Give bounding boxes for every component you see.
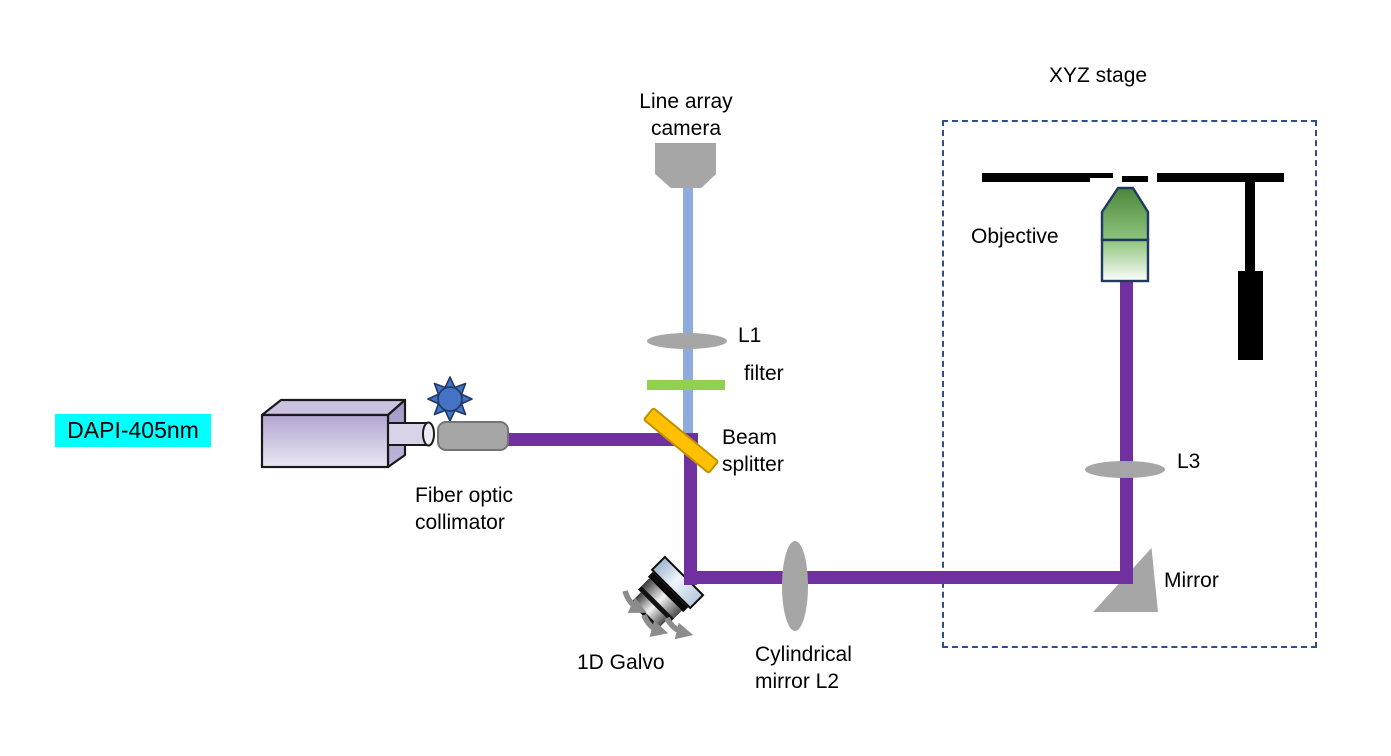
beam-mirror-to-objective [1120, 281, 1133, 584]
cylindrical-lens-label: Cylindrical mirror L2 [755, 641, 852, 695]
line-array-camera-icon [655, 143, 716, 188]
xyz-stage-dashed-box [942, 120, 1317, 648]
cylindrical-lens-l2-icon [782, 541, 808, 631]
fiber-label-line2: collimator [415, 511, 505, 534]
sample-holder-bar-left [982, 173, 1090, 182]
lens-l1-icon [647, 333, 727, 349]
objective-icon [1100, 186, 1150, 283]
laser-top-face [260, 398, 407, 417]
cylindrical-label-line2: mirror L2 [755, 670, 840, 693]
fiber-collimator-label: Fiber optic collimator [415, 482, 513, 536]
laser-box-icon [260, 398, 435, 469]
mirror-label: Mirror [1164, 569, 1219, 592]
line-array-camera-label: Line array camera [596, 88, 776, 142]
source-label-dapi-405nm: DAPI-405nm [55, 414, 211, 447]
beam-collimator-to-splitter [507, 433, 698, 446]
sample-holder-tab-right [1122, 176, 1148, 182]
beam-splitter-to-galvo [684, 440, 697, 585]
sample-holder-bar-right [1157, 173, 1284, 182]
galvo-label: 1D Galvo [577, 651, 665, 674]
camera-label-line2: camera [650, 117, 722, 140]
beam-splitter-label: Beam splitter [722, 424, 784, 478]
lens-l3-label: L3 [1177, 450, 1201, 473]
laser-cylinder-cap [422, 421, 435, 447]
sample-holder-tab-left [1090, 173, 1113, 178]
emission-filter-icon [647, 380, 725, 390]
fiber-collimator-icon [437, 421, 509, 451]
beam-galvo-to-mirror [690, 571, 1133, 584]
stage-post-thick [1238, 271, 1263, 360]
cylindrical-label-line1: Cylindrical [755, 643, 852, 666]
beam-splitter-label-line2: splitter [722, 453, 784, 476]
detection-path-line [683, 186, 693, 440]
starburst-icon [427, 376, 473, 422]
beam-splitter-label-line1: Beam [722, 426, 777, 449]
laser-front-face [260, 413, 390, 469]
filter-label: filter [744, 362, 784, 385]
camera-label-line1: Line array [639, 90, 733, 113]
lens-l1-label: L1 [738, 324, 762, 347]
stage-post-thin [1245, 182, 1255, 271]
xyz-stage-label: XYZ stage [1049, 64, 1148, 87]
fiber-label-line1: Fiber optic [415, 484, 514, 507]
lens-l3-icon [1085, 461, 1165, 478]
objective-label: Objective [971, 225, 1059, 248]
scan-direction-arrows-icon [622, 590, 694, 640]
